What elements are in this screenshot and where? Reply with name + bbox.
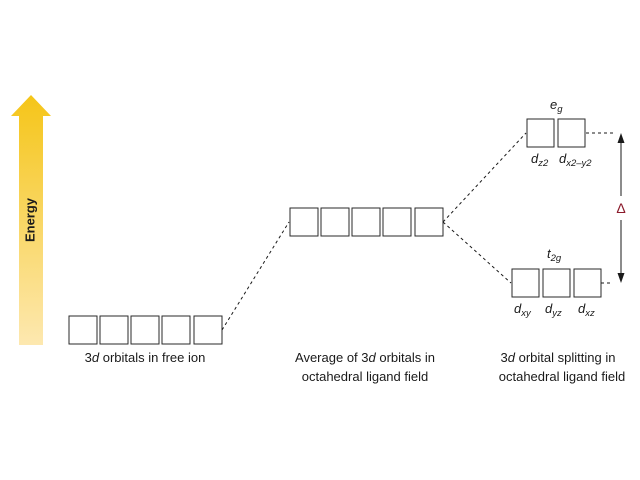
orbital-box <box>526 118 555 148</box>
orbital-box <box>542 268 571 298</box>
orbital-box <box>557 118 586 148</box>
orbital-box <box>68 315 98 345</box>
delta-gap-arrow <box>617 133 625 283</box>
orbital-box <box>161 315 191 345</box>
t2g-label: t2g <box>547 246 562 264</box>
dxz-label: dxz <box>578 301 595 319</box>
connector-line <box>221 221 290 331</box>
connector-line <box>442 132 527 223</box>
orbital-box <box>351 207 381 237</box>
orbital-box <box>320 207 350 237</box>
energy-label: Energy <box>22 197 37 242</box>
free-ion-orbitals <box>68 315 223 345</box>
orbital-box <box>289 207 319 237</box>
dz2-label: dz2 <box>531 151 549 169</box>
orbital-box <box>414 207 444 237</box>
delta-label: Δ <box>616 200 625 216</box>
orbital-box <box>573 268 602 298</box>
average-caption-line1: Average of 3d orbitals in <box>295 350 435 365</box>
splitting-caption-line1: 3d orbital splitting in <box>501 350 616 365</box>
orbital-box <box>382 207 412 237</box>
connector-line <box>442 221 512 284</box>
dyz-label: dyz <box>545 301 562 319</box>
energy-arrow: Energy <box>11 95 51 345</box>
orbital-box <box>511 268 540 298</box>
t2g-orbitals <box>511 268 602 298</box>
average-orbitals <box>289 207 444 237</box>
eg-orbitals <box>526 118 586 148</box>
average-caption-line2: octahedral ligand field <box>302 369 428 384</box>
dxy-label: dxy <box>514 301 532 319</box>
dx2-y2-label: dx2–y2 <box>559 151 592 169</box>
free-ion-caption: 3d orbitals in free ion <box>85 350 206 365</box>
orbital-box <box>130 315 160 345</box>
eg-label: eg <box>550 97 563 115</box>
orbital-box <box>99 315 129 345</box>
splitting-caption-line2: octahedral ligand field <box>499 369 625 384</box>
orbital-box <box>193 315 223 345</box>
